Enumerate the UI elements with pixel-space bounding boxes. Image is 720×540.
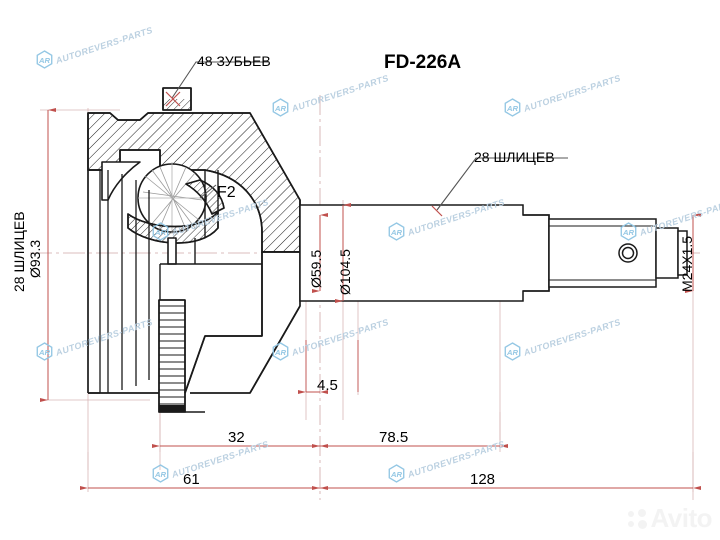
label-diameter-left: Ø93.3 xyxy=(27,240,43,278)
dim-4-5-text: 4.5 xyxy=(317,377,338,394)
bell-section-lower xyxy=(88,252,300,393)
dim-128-text: 128 xyxy=(470,471,495,488)
boot-grooves xyxy=(99,170,150,393)
label-part-number: FD-226A xyxy=(384,52,461,73)
leader-splines-right xyxy=(436,157,568,211)
cage-post xyxy=(167,237,177,265)
leader-teeth xyxy=(171,61,268,99)
label-splines-left: 28 ШЛИЦЕВ xyxy=(11,211,27,292)
label-dia-outer: Ø104.5 xyxy=(337,249,353,295)
shaft-medium xyxy=(548,218,657,288)
drawing-text: FD-226A 48 ЗУБЬЕВ 28 ШЛИЦЕВ F2 28 ШЛИЦЕВ… xyxy=(11,52,695,488)
leader-f2 xyxy=(199,184,217,199)
label-f2: F2 xyxy=(217,184,236,201)
label-thread: M24X1.5 xyxy=(679,236,695,292)
leader-tick-marks xyxy=(165,91,443,217)
dim-32-text: 32 xyxy=(228,429,245,446)
cv-joint-outer-race xyxy=(87,87,301,413)
abs-ring-teeth xyxy=(159,305,185,405)
inner-shaft-lines xyxy=(159,170,262,300)
leader-lines xyxy=(171,61,568,211)
dim-78-5-text: 78.5 xyxy=(379,429,408,446)
label-teeth-top: 48 ЗУБЬЕВ xyxy=(197,53,271,69)
cross-hole-inner xyxy=(621,246,635,260)
label-dia-inner: Ø59.5 xyxy=(308,250,324,288)
dim-61-text: 61 xyxy=(183,471,200,488)
abs-tone-ring xyxy=(158,299,186,413)
stub-shaft xyxy=(299,204,688,302)
label-splines-right: 28 ШЛИЦЕВ xyxy=(474,149,555,165)
shaft-thread xyxy=(655,227,679,279)
